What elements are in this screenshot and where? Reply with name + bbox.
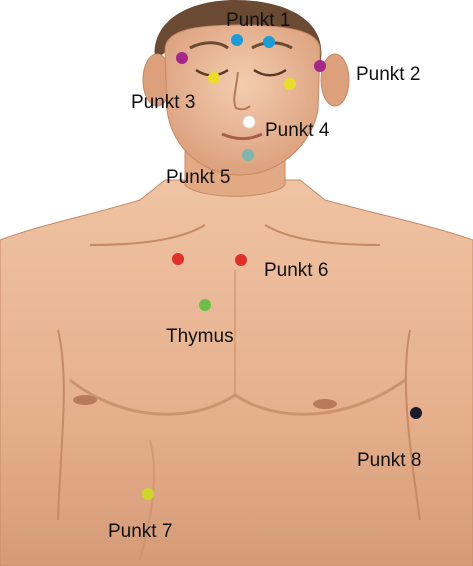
label-punkt-7: Punkt 7 [108,521,172,542]
point-4-marker[interactable] [243,116,255,128]
thymus-marker[interactable] [199,299,211,311]
point-2-right-marker[interactable] [314,60,326,72]
torso [0,180,473,566]
label-punkt-5: Punkt 5 [166,167,230,188]
point-2-left-marker[interactable] [176,52,188,64]
right-ear [321,54,349,106]
point-1-left-marker[interactable] [231,34,243,46]
point-3-left-marker[interactable] [208,72,220,84]
label-punkt-8: Punkt 8 [357,450,421,471]
point-6-right-marker[interactable] [235,254,247,266]
label-punkt-4: Punkt 4 [265,120,330,141]
point-5-marker[interactable] [242,149,254,161]
point-6-left-marker[interactable] [172,253,184,265]
point-7-marker[interactable] [142,488,154,500]
point-3-right-marker[interactable] [284,78,296,90]
label-thymus: Thymus [166,326,234,347]
point-8-marker[interactable] [410,407,422,419]
label-punkt-6: Punkt 6 [264,260,328,281]
label-punkt-3: Punkt 3 [131,92,195,113]
label-punkt-1: Punkt 1 [226,10,290,31]
label-punkt-2: Punkt 2 [356,64,420,85]
point-1-right-marker[interactable] [263,36,275,48]
